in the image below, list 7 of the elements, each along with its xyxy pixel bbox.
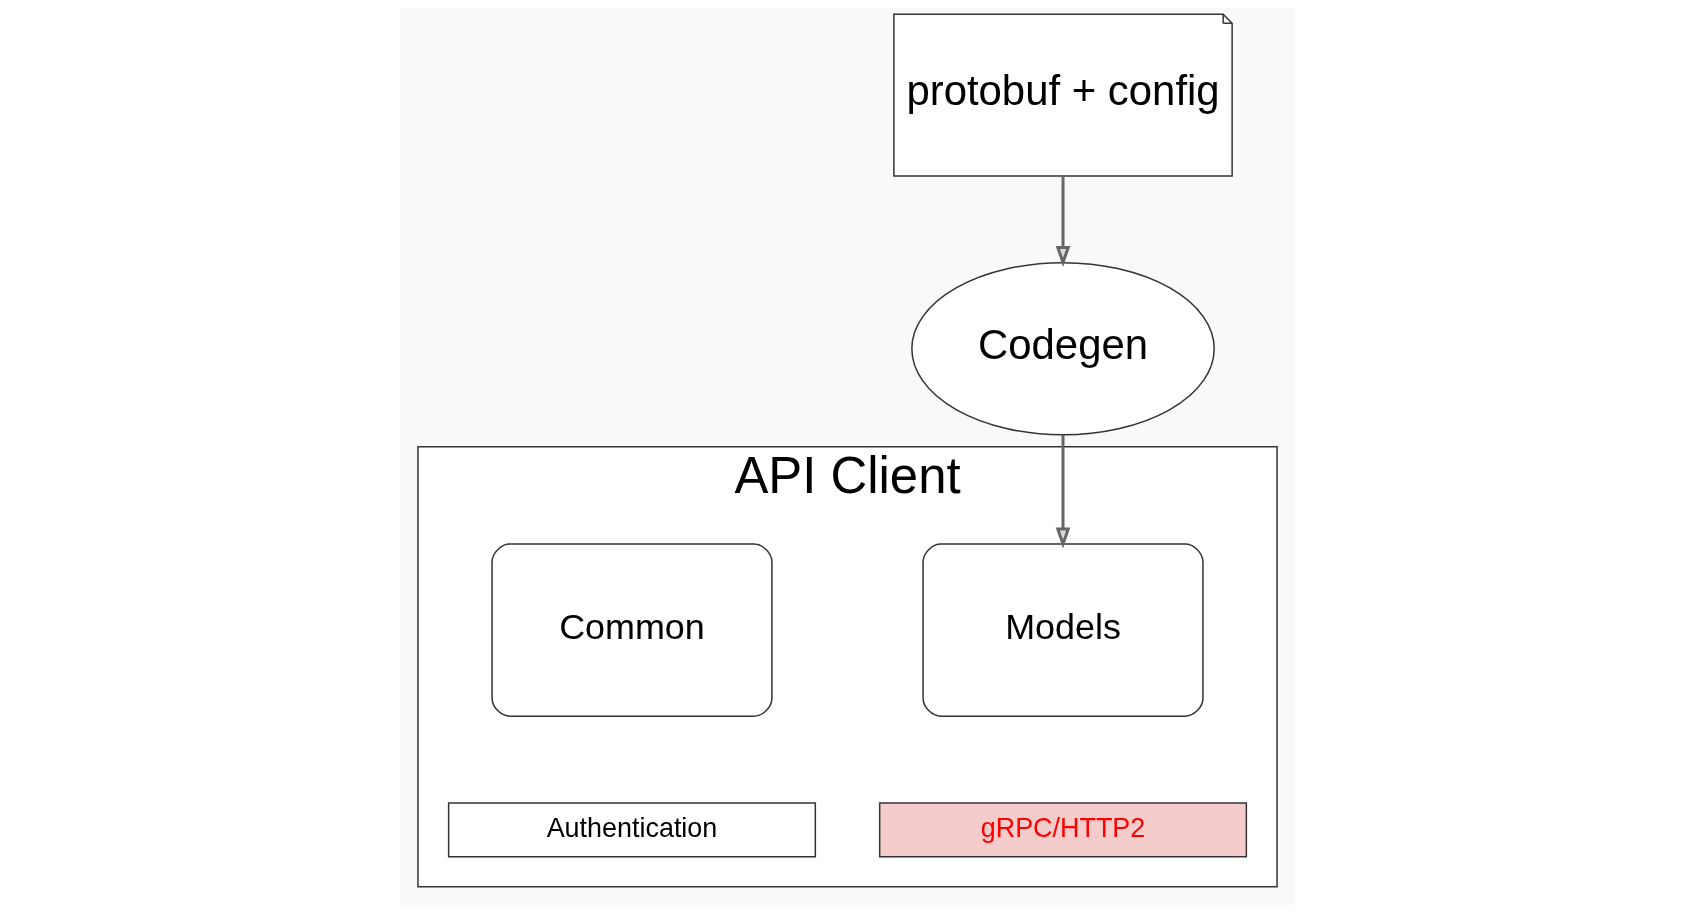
arrow: [1055, 434, 1070, 549]
node-ellipse: Codegen: [910, 261, 1215, 436]
node-box: Authentication: [447, 802, 816, 858]
node-box: gRPC/HTTP2: [878, 802, 1247, 858]
node-box: Models: [921, 543, 1204, 717]
arrow: [1055, 176, 1070, 267]
node-box: Common: [490, 543, 773, 717]
